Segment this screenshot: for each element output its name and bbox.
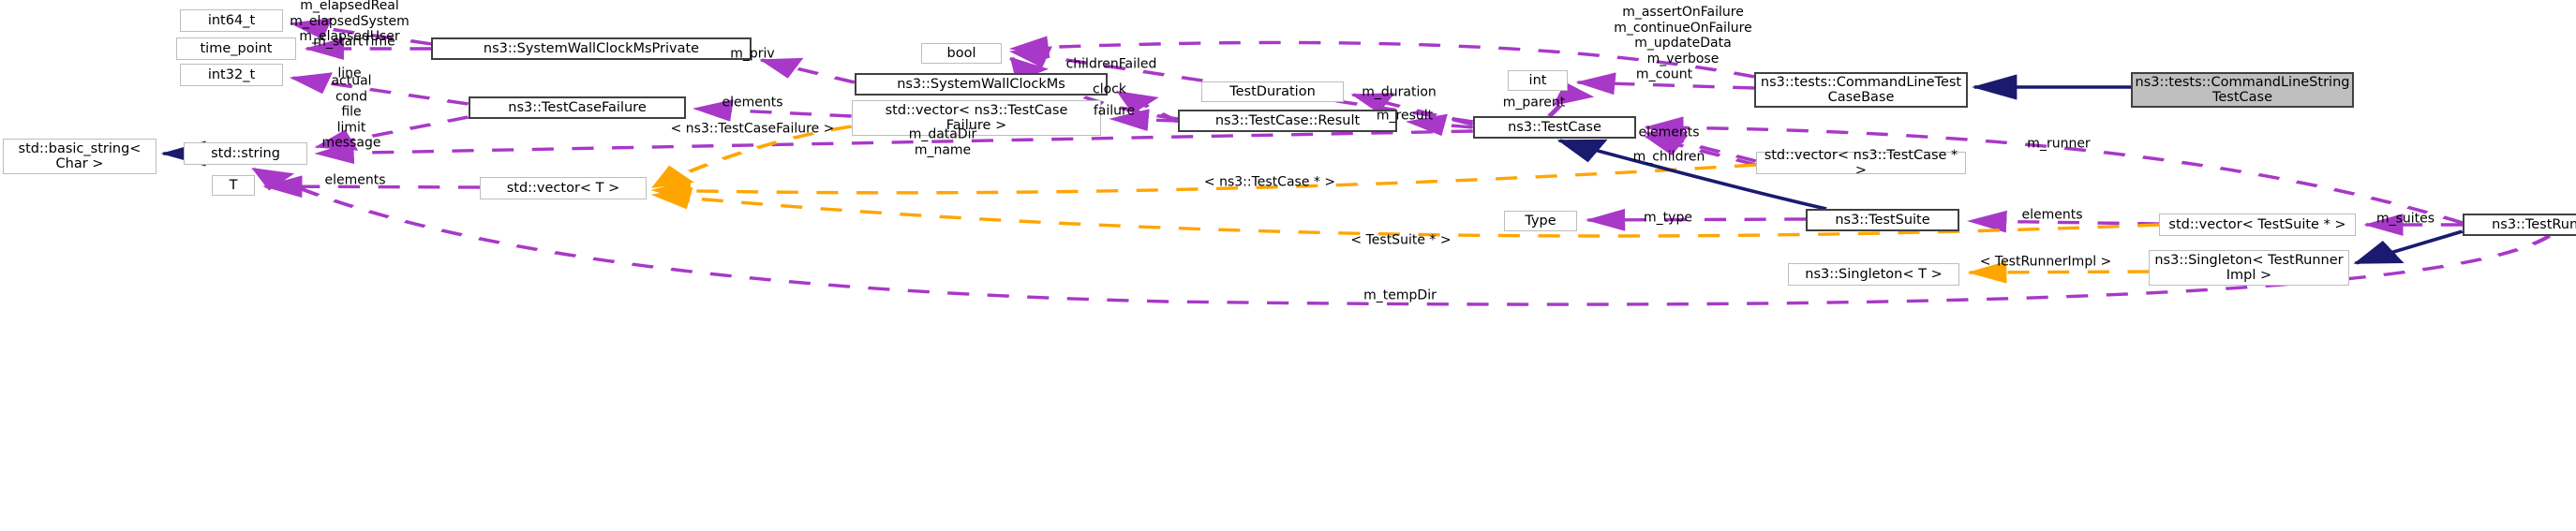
edge-label-assert-flags: m_assertOnFailure m_continueOnFailure m_… — [1614, 4, 1752, 66]
edge-label-m-priv: m_priv — [730, 46, 775, 62]
node-time-point[interactable]: time_point — [176, 37, 296, 60]
node-ns3-testrunnerimpl[interactable]: ns3::TestRunnerImpl — [2463, 214, 2576, 236]
edge-label-m-datadir-m-name: m_dataDir m_name — [908, 126, 977, 157]
node-std-vector-testcasefailure[interactable]: std::vector< ns3::TestCase Failure > — [852, 100, 1101, 136]
edge-label-template-testcasefailure: < ns3::TestCaseFailure > — [670, 121, 835, 137]
node-ns3-singleton-t[interactable]: ns3::Singleton< T > — [1788, 263, 1959, 286]
node-type[interactable]: Type — [1504, 211, 1577, 231]
node-std-string[interactable]: std::string — [184, 142, 307, 165]
edge-label-m-type: m_type — [1644, 210, 1692, 226]
edge-label-elapsed: m_elapsedReal m_elapsedSystem m_elapsedU… — [290, 0, 409, 45]
edge-label-m-parent: m_parent — [1502, 95, 1566, 111]
node-int32-t[interactable]: int32_t — [180, 64, 283, 86]
edge-label-m-duration: m_duration — [1362, 84, 1437, 100]
node-ns3-systemwallclockmsprivate[interactable]: ns3::SystemWallClockMsPrivate — [431, 37, 752, 60]
node-testduration[interactable]: TestDuration — [1201, 81, 1344, 102]
node-ns3-testcase[interactable]: ns3::TestCase — [1473, 116, 1636, 139]
edge-label-failure: failure — [1093, 103, 1136, 119]
edge-label-m-count: m_count — [1635, 66, 1693, 82]
node-ns3-singleton-testrunnerimpl[interactable]: ns3::Singleton< TestRunner Impl > — [2149, 250, 2349, 286]
node-bool[interactable]: bool — [921, 43, 1002, 64]
edge-label-m-result: m_result — [1376, 108, 1434, 124]
edge-label-elements-failure: elements — [722, 95, 783, 111]
edge-label-clock: clock — [1093, 81, 1126, 97]
edge-label-template-testrunnerimpl: < TestRunnerImpl > — [1979, 254, 2112, 270]
node-ns3-systemwallclockms[interactable]: ns3::SystemWallClockMs — [855, 73, 1108, 96]
node-std-vector-testcase-ptr[interactable]: std::vector< ns3::TestCase * > — [1756, 148, 1966, 178]
edge-label-elements-testcase: elements — [1638, 125, 1700, 140]
edge-label-elements-testsuite: elements — [2021, 207, 2083, 223]
node-std-vector-t[interactable]: std::vector< T > — [480, 177, 647, 199]
edge-label-template-testcase-ptr: < ns3::TestCase * > — [1203, 174, 1336, 190]
edge-label-childrenfailed: childrenFailed — [1065, 56, 1157, 72]
edge-label-template-testsuite-ptr: < TestSuite * > — [1350, 232, 1452, 248]
node-ns3-tests-commandlinestringtestcase[interactable]: ns3::tests::CommandLineString TestCase — [2131, 72, 2354, 108]
node-ns3-testcase-result[interactable]: ns3::TestCase::Result — [1178, 110, 1397, 132]
node-ns3-testcasefailure[interactable]: ns3::TestCaseFailure — [469, 96, 686, 119]
node-ns3-testsuite[interactable]: ns3::TestSuite — [1806, 209, 1959, 231]
edge-label-m-tempdir: m_tempDir — [1363, 288, 1437, 303]
node-ns3-tests-commandlinetestcasebase[interactable]: ns3::tests::CommandLineTest CaseBase — [1754, 72, 1968, 108]
edge-label-elements-vector-t: elements — [324, 172, 386, 188]
edge-label-actual-cond-file-limit-message: actual cond file limit message — [321, 73, 381, 151]
edge-label-m-starttime: m_startTime — [313, 34, 395, 50]
node-int64-t[interactable]: int64_t — [180, 9, 283, 32]
node-int[interactable]: int — [1508, 70, 1568, 91]
edge-label-m-runner: m_runner — [2027, 136, 2091, 152]
edge-label-m-suites: m_suites — [2375, 211, 2435, 227]
edge-label-line: line — [337, 66, 362, 81]
node-template-param-t[interactable]: T — [212, 175, 255, 196]
node-std-vector-testsuite-ptr[interactable]: std::vector< TestSuite * > — [2159, 214, 2356, 236]
node-std-basic-string[interactable]: std::basic_string< Char > — [3, 139, 156, 174]
edge-label-m-children: m_children — [1632, 149, 1705, 165]
